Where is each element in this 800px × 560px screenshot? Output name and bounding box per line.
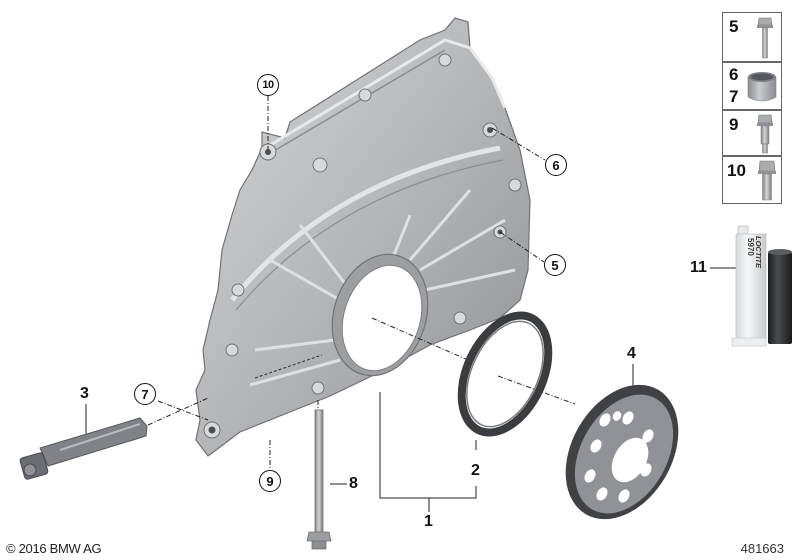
loctite-sealant-cartridge[interactable]: LOCTITE 5970 bbox=[730, 224, 800, 349]
callout-1[interactable]: 1 bbox=[424, 513, 433, 530]
bolt-torx-icon bbox=[758, 160, 776, 201]
long-bolt[interactable] bbox=[306, 409, 332, 550]
loctite-product-text: 5970 bbox=[746, 238, 755, 256]
legend-number-10: 10 bbox=[727, 161, 746, 180]
sensor-wheel[interactable] bbox=[543, 365, 702, 540]
loctite-brand-text: LOCTITE bbox=[754, 236, 763, 269]
legend-item-9[interactable]: 9 bbox=[722, 110, 782, 156]
leader-lines bbox=[85, 96, 738, 512]
callout-5-circled[interactable]: 5 bbox=[544, 254, 566, 276]
shaft-seal-ring[interactable] bbox=[444, 302, 565, 447]
callout-9-circled[interactable]: 9 bbox=[259, 470, 281, 492]
dowel-sleeve-icon bbox=[747, 72, 777, 102]
callout-10-circled[interactable]: 10 bbox=[257, 74, 279, 96]
legend-item-10[interactable]: 10 bbox=[722, 156, 782, 204]
legend-number-9: 9 bbox=[729, 115, 739, 134]
legend-number-6: 6 bbox=[729, 65, 739, 84]
callout-8[interactable]: 8 bbox=[349, 475, 358, 492]
bolt-short-icon bbox=[757, 114, 773, 154]
callout-7-circled[interactable]: 7 bbox=[134, 383, 156, 405]
callout-4[interactable]: 4 bbox=[627, 345, 636, 362]
callout-2[interactable]: 2 bbox=[471, 462, 480, 479]
diagram-number: 481663 bbox=[740, 541, 784, 556]
legend-number-7: 7 bbox=[729, 87, 739, 106]
legend-item-5[interactable]: 5 bbox=[722, 12, 782, 62]
callout-11[interactable]: 11 bbox=[690, 259, 707, 276]
crankshaft-sensor[interactable] bbox=[19, 417, 148, 480]
callout-6-circled[interactable]: 6 bbox=[545, 154, 567, 176]
bolt-long-icon bbox=[757, 17, 773, 59]
copyright-text: © 2016 BMW AG bbox=[6, 541, 102, 556]
legend-item-6-7[interactable]: 6 7 bbox=[722, 62, 782, 110]
legend-number-5: 5 bbox=[729, 17, 739, 36]
callout-3[interactable]: 3 bbox=[80, 385, 89, 402]
timing-case-cover[interactable] bbox=[195, 17, 531, 457]
